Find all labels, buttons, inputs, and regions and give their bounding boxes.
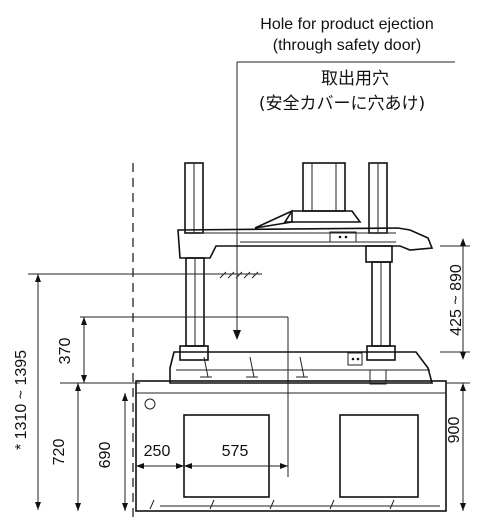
ejection-hole-label-en-line2: (through safety door) [273, 37, 422, 54]
lower-columns [179, 257, 396, 361]
total-height-dimension [35, 274, 41, 510]
right-height-dimension [446, 382, 470, 511]
table-to-bed-label: 370 [57, 338, 74, 365]
reference-level-line [28, 271, 262, 279]
total-height-label: * 1310 ~ 1395 [13, 350, 30, 450]
table-to-bed-dimension [60, 317, 140, 384]
ejection-leader-line [233, 61, 455, 340]
bed-height-dimension [122, 393, 128, 511]
machine-base [135, 380, 447, 512]
base-height-dimension [75, 383, 81, 511]
ejection-hole-label-jp-line1: 取出用穴 [321, 69, 389, 89]
stroke-dimension [440, 238, 470, 360]
ejection-hole-label-en-line1: Hole for product ejection [260, 16, 433, 33]
hole-width-label: 575 [222, 443, 249, 460]
stroke-range-label: 425 ~ 890 [448, 264, 465, 336]
left-offset-dimension [136, 463, 184, 469]
ejection-hole-label-jp-line2: (安全カバーに穴あけ) [259, 94, 425, 114]
bed-height-label: 690 [97, 442, 114, 469]
base-height-label: 720 [51, 439, 68, 466]
hole-width-dimension [184, 463, 288, 469]
left-offset-label: 250 [144, 443, 171, 460]
cylinder-housing [254, 162, 362, 229]
upper-crosshead [177, 227, 434, 263]
right-height-label: 900 [446, 417, 463, 444]
bolster-table [169, 351, 434, 385]
